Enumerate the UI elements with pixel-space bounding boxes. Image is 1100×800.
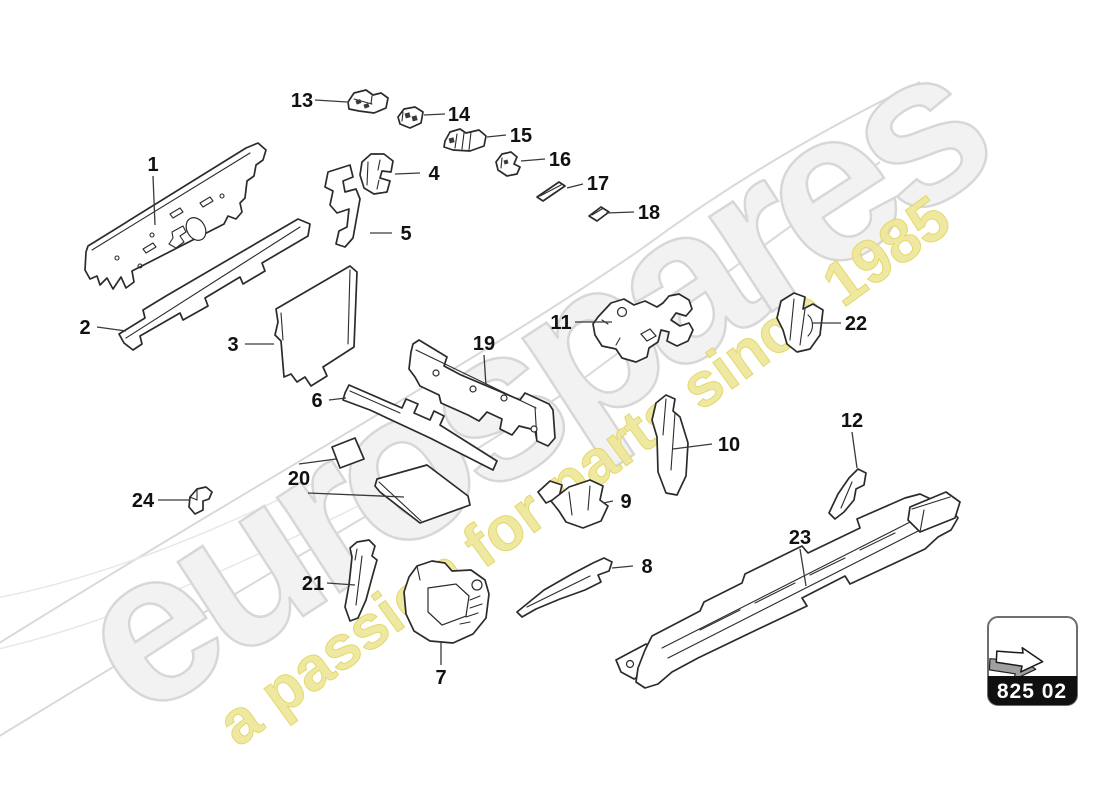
part-shape-21 [344,539,378,622]
part-shape-1 [84,142,267,290]
callout-leader-16 [520,158,546,162]
part-shape-7 [403,560,490,644]
section-badge: 825 02 [987,616,1078,706]
part-shape-12 [828,468,867,520]
part-shape-23 [615,491,961,689]
callout-leader-10 [672,443,713,450]
callout-leader-14 [423,113,446,116]
callout-label-5: 5 [400,223,411,245]
part-shape-11 [592,293,694,363]
callout-label-23: 23 [789,527,811,549]
part-shape-24 [188,486,213,515]
callout-label-9: 9 [620,491,631,513]
part-shape-14 [397,106,424,129]
part-shape-10 [651,394,689,496]
callout-leader-13 [314,99,348,103]
callout-label-20: 20 [288,468,310,490]
part-shape-6 [342,384,498,471]
part-shape-19 [408,339,556,447]
callout-leader-19 [483,354,487,387]
callout-leader-9 [602,500,614,504]
callout-label-7: 7 [435,667,446,689]
parts-line-art [84,89,961,689]
callout-label-22: 22 [845,313,867,335]
callout-label-4: 4 [428,163,440,185]
section-code: 825 02 [997,680,1067,703]
part-shape-22 [776,292,824,353]
callout-leader-12 [851,431,858,469]
part-shape-13 [347,89,389,114]
callout-label-2: 2 [79,317,90,339]
callout-label-19: 19 [473,333,495,355]
part-shape-8 [516,557,613,618]
section-arrow-icon [988,646,1044,681]
callout-label-1: 1 [147,154,158,176]
callout-label-12: 12 [841,410,863,432]
part-shape-9 [537,479,609,529]
callout-label-24: 24 [132,490,155,512]
callout-leader-15 [486,134,507,138]
callout-label-21: 21 [302,573,324,595]
part-shape-2 [118,218,311,351]
callout-label-8: 8 [641,556,652,578]
brand-watermark: eurospares [34,0,1025,760]
callout-label-6: 6 [311,390,322,412]
callout-leader-23 [799,548,807,587]
callout-label-13: 13 [291,90,313,112]
callout-leader-4 [394,172,421,175]
callout-label-11: 11 [550,312,571,334]
callout-leader-2 [96,326,127,332]
callout-leader-18 [605,211,635,214]
callout-leader-21 [326,582,356,586]
callout-label-18: 18 [638,202,660,224]
part-shape-18 [588,206,610,222]
callout-label-15: 15 [510,125,532,147]
callout-label-14: 14 [448,104,471,126]
part-shape-4 [359,153,394,195]
callout-leader-8 [611,565,634,569]
part-shape-16 [495,151,521,177]
part-shape-20 [331,437,471,524]
callout-leader-20 [307,492,405,498]
callout-label-16: 16 [549,149,571,171]
callout-leader-6 [328,397,347,401]
callout-label-17: 17 [587,173,609,195]
callout-leader-1 [152,175,156,226]
callout-label-3: 3 [227,334,238,356]
part-shape-17 [536,181,566,202]
part-shape-5 [324,164,361,248]
callout-label-10: 10 [718,434,740,456]
callout-leader-17 [566,183,584,189]
callout-leader-20 [298,458,337,465]
part-shape-3 [274,265,358,387]
part-shape-15 [443,128,487,152]
